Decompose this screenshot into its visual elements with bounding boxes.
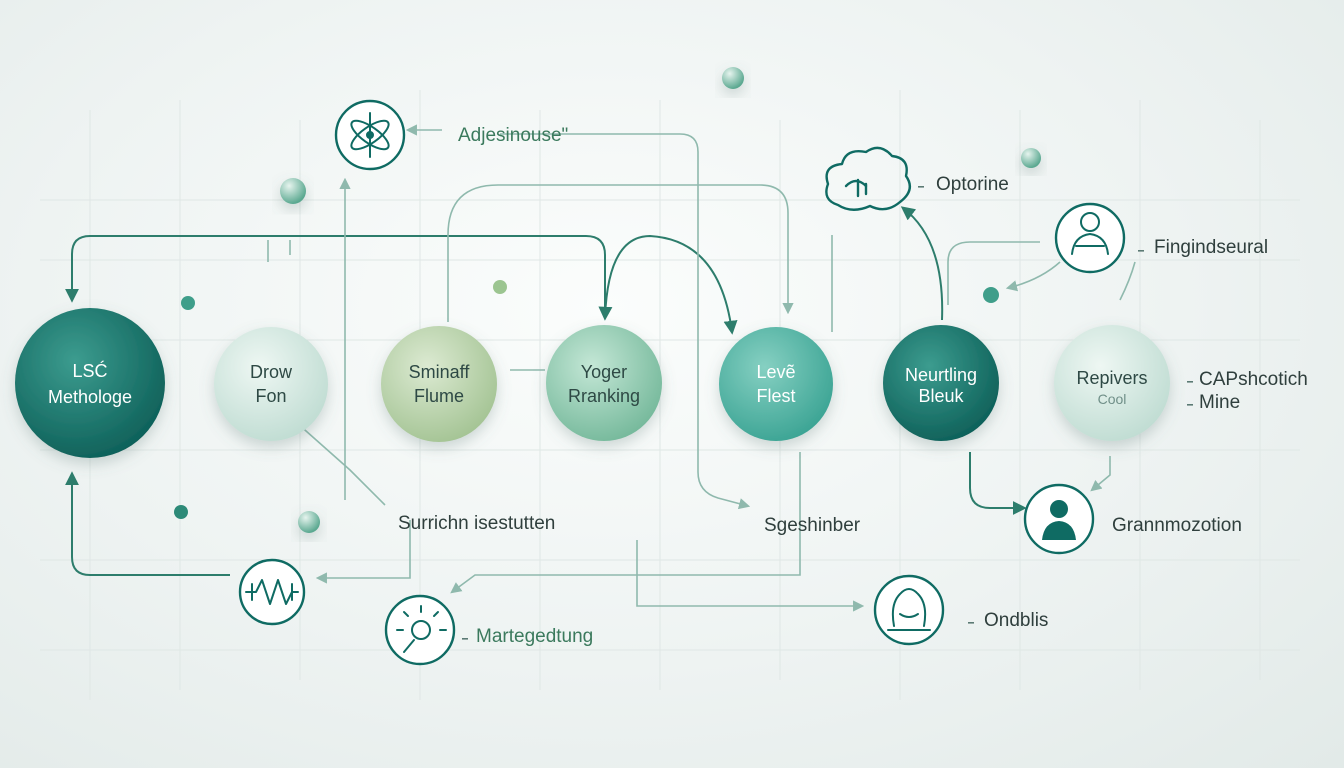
node-drow-title: Drow	[250, 362, 293, 382]
node-lsc-subtitle: Methologe	[48, 387, 132, 407]
node-yoger[interactable]: Yoger Rranking	[546, 325, 662, 441]
hood-icon	[873, 574, 945, 646]
node-leve-title: Levẽ	[756, 362, 795, 382]
node-lsc[interactable]: LSĆ Methologe	[15, 308, 165, 458]
node-sminaff[interactable]: Sminaff Flume	[381, 326, 497, 442]
node-yoger-title: Yoger	[581, 362, 627, 382]
cloud-icon	[825, 146, 912, 211]
node-sminaff-title: Sminaff	[409, 362, 471, 382]
node-yoger-subtitle: Rranking	[568, 386, 640, 406]
node-repivers-subtitle: Cool	[1098, 391, 1127, 407]
label-sgeshinber: Sgeshinber	[764, 515, 861, 536]
label-fingindseural: Fingindseural	[1154, 237, 1268, 258]
label-surrichn: Surrichn isestutten	[398, 513, 555, 534]
node-drow-subtitle: Fon	[255, 386, 286, 406]
user-icon	[1023, 483, 1095, 555]
label-adjesinouse: Adjesinouse"	[458, 125, 568, 146]
node-neurtling-title: Neurtling	[905, 365, 977, 385]
label-ondblis: Ondblis	[984, 610, 1048, 631]
node-leve-subtitle: Flest	[756, 386, 795, 406]
user-badge-icon	[1054, 202, 1126, 274]
node-sminaff-subtitle: Flume	[414, 386, 464, 406]
bulb-icon	[384, 594, 456, 666]
label-optorine: Optorine	[936, 174, 1009, 195]
label-dashes	[462, 186, 1193, 640]
node-neurtling-subtitle: Bleuk	[918, 386, 964, 406]
labels: Adjesinouse" Optorine Fingindseural CAPs…	[398, 125, 1308, 647]
node-lsc-title: LSĆ	[72, 360, 107, 381]
label-martegedtung: Martegedtung	[476, 626, 593, 647]
wave-icon	[238, 558, 306, 626]
label-mine: Mine	[1199, 392, 1240, 413]
atom-icon	[334, 99, 406, 171]
node-repivers[interactable]: Repivers Cool	[1054, 325, 1170, 441]
label-capshcotich: CAPshcotich	[1199, 369, 1308, 390]
connectors	[65, 124, 1136, 612]
node-leve[interactable]: Levẽ Flest	[719, 327, 833, 441]
node-repivers-title: Repivers	[1076, 368, 1147, 388]
node-neurtling[interactable]: Neurtling Bleuk	[883, 325, 999, 441]
decorative-dots	[174, 67, 1041, 533]
node-drow[interactable]: Drow Fon	[214, 327, 328, 441]
label-grannmozotion: Grannmozotion	[1112, 515, 1242, 536]
